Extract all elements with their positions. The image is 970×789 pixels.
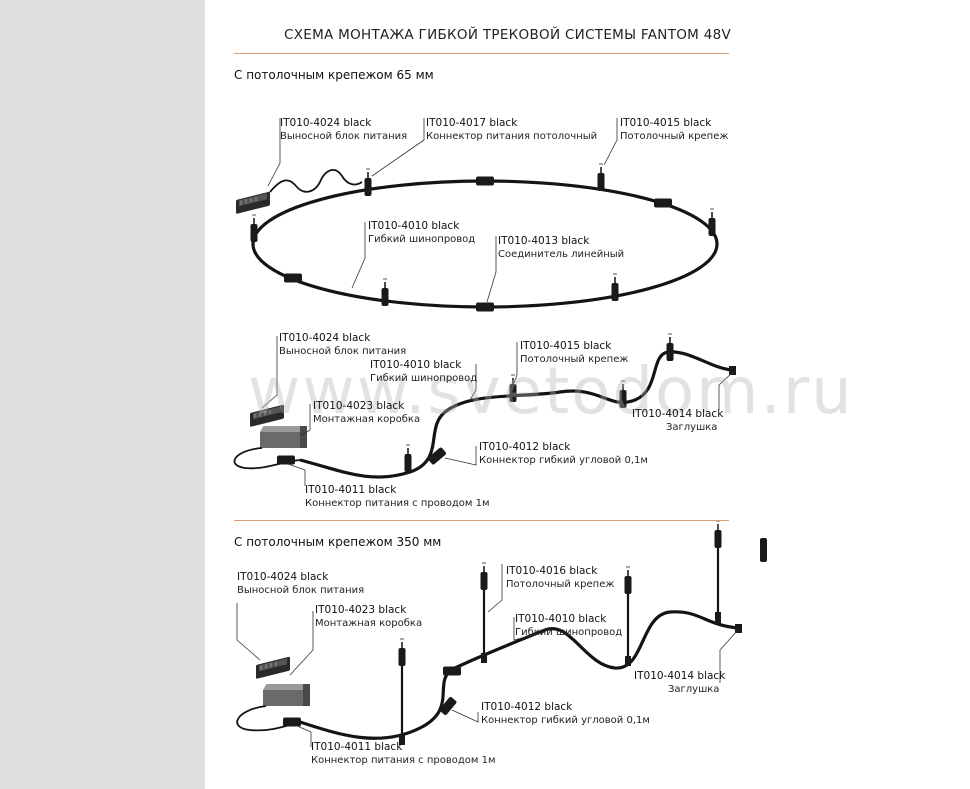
power-connector-with-wire (283, 717, 301, 727)
flexible-track-ellipse (251, 179, 719, 309)
label-code: IT010-4010 black (370, 359, 462, 371)
label-code: IT010-4016 black (506, 565, 598, 577)
ceiling-power-connector (363, 168, 373, 197)
label-desc: Коннектор гибкий угловой 0,1м (479, 455, 648, 466)
header-rule (234, 53, 729, 54)
label-desc: Монтажная коробка (315, 618, 423, 629)
linear-connector (476, 176, 494, 186)
ceiling-mount-350 (479, 562, 489, 591)
label-code: IT010-4014 black (632, 408, 724, 420)
label-desc: Выносной блок питания (280, 131, 408, 142)
label-code: IT010-4010 black (368, 220, 460, 232)
label-desc: Выносной блок питания (237, 585, 365, 596)
label-code: IT010-4024 black (237, 571, 329, 583)
label-desc: Соединитель линейный (498, 249, 625, 260)
ceiling-mount (596, 163, 606, 192)
power-supply-unit-3 (255, 656, 291, 680)
label-code: IT010-4011 black (305, 484, 397, 496)
psu-cable-1 (269, 169, 363, 193)
label-desc: Потолочный крепеж (620, 131, 729, 142)
label-desc: Коннектор гибкий угловой 0,1м (481, 715, 650, 726)
ceiling-mount (249, 214, 259, 243)
ellipse-track-system (235, 163, 719, 312)
linear-connector (284, 273, 302, 283)
label-code: IT010-4015 black (620, 117, 712, 129)
label-code: IT010-4024 black (279, 332, 371, 344)
leader-lines-3 (236, 564, 739, 747)
ceiling-mount (707, 208, 717, 237)
label-desc: Заглушка (668, 684, 720, 695)
ceiling-mount-350 (397, 638, 407, 667)
label-code: IT010-4024 black (280, 117, 372, 129)
flexible-track-wave-1 (299, 350, 733, 479)
wavy-track-system-1 (233, 333, 736, 479)
leader-lines-2 (261, 336, 734, 486)
label-code: IT010-4012 black (481, 701, 573, 713)
label-code: IT010-4014 black (634, 670, 726, 682)
label-desc: Гибкий шинопровод (370, 373, 478, 384)
wavy-track-system-2 (236, 520, 767, 745)
label-code: IT010-4015 black (520, 340, 612, 352)
flexible-track-wave-2 (299, 610, 739, 740)
junction-box-1 (260, 426, 307, 448)
label-desc: Выносной блок питания (279, 346, 407, 357)
label-code: IT010-4011 black (311, 741, 403, 753)
ceiling-mount-350 (623, 566, 633, 595)
linear-connector (476, 302, 494, 312)
linear-connector (654, 198, 672, 208)
power-supply-unit-1 (235, 191, 271, 215)
label-code: IT010-4023 black (313, 400, 405, 412)
end-cap-2 (735, 624, 742, 633)
flexible-corner-connector (443, 666, 461, 676)
label-desc: Заглушка (666, 422, 718, 433)
junction-box-2 (263, 684, 310, 706)
label-desc: Гибкий шинопровод (368, 234, 476, 245)
label-desc: Потолочный крепеж (520, 354, 629, 365)
section-heading-65mm: С потолочным крепежом 65 мм (234, 68, 434, 82)
watermark: www.svetodom.ru (248, 355, 854, 429)
spare-mount (760, 538, 767, 562)
section-divider (234, 520, 729, 521)
label-code: IT010-4012 black (479, 441, 571, 453)
label-desc: Коннектор питания с проводом 1м (311, 755, 496, 766)
ceiling-mount-350 (713, 520, 723, 549)
label-desc: Коннектор питания потолочный (426, 131, 598, 142)
label-desc: Гибкий шинопровод (515, 627, 623, 638)
page-title: СХЕМА МОНТАЖА ГИБКОЙ ТРЕКОВОЙ СИСТЕМЫ FA… (284, 27, 732, 43)
label-code: IT010-4017 black (426, 117, 518, 129)
leader-lines-1 (267, 118, 618, 303)
section-heading-350mm: С потолочным крепежом 350 мм (234, 535, 442, 549)
power-connector-with-wire (277, 455, 295, 465)
label-code: IT010-4023 black (315, 604, 407, 616)
label-desc: Коннектор питания с проводом 1м (305, 498, 490, 509)
ceiling-mount (380, 278, 390, 307)
label-code: IT010-4010 black (515, 613, 607, 625)
end-cap-1 (729, 366, 736, 375)
label-desc: Потолочный крепеж (506, 579, 615, 590)
label-desc: Монтажная коробка (313, 414, 421, 425)
ceiling-mount (610, 273, 620, 302)
document-page (205, 0, 970, 789)
ceiling-mount (403, 444, 413, 473)
label-code: IT010-4013 black (498, 235, 590, 247)
